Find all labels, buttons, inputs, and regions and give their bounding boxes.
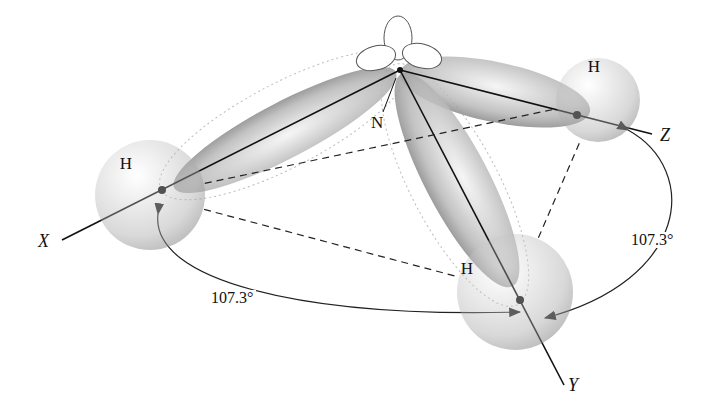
lone-pair-lobe bbox=[354, 41, 399, 75]
dashed-connector bbox=[538, 140, 581, 238]
atom-label: H bbox=[588, 58, 600, 75]
lone-pair-lobe bbox=[400, 39, 445, 73]
dashed-connector bbox=[204, 209, 458, 276]
axis-label: Y bbox=[568, 376, 578, 394]
hydrogen-sphere: H bbox=[457, 234, 573, 350]
atom-label: N bbox=[371, 114, 383, 131]
axis-label: Z bbox=[660, 126, 670, 144]
angle-label: 107.3° bbox=[628, 232, 676, 248]
atom-label: H bbox=[120, 155, 132, 172]
hydrogen-sphere: H bbox=[556, 58, 640, 142]
angle-label: 107.3° bbox=[208, 290, 256, 306]
atom-label: H bbox=[461, 260, 473, 277]
dashed-connector bbox=[205, 109, 556, 183]
leader-line bbox=[383, 78, 396, 112]
hydrogen-sphere: H bbox=[95, 140, 205, 250]
n-nucleus bbox=[397, 67, 403, 73]
axis-label: X bbox=[38, 232, 49, 250]
